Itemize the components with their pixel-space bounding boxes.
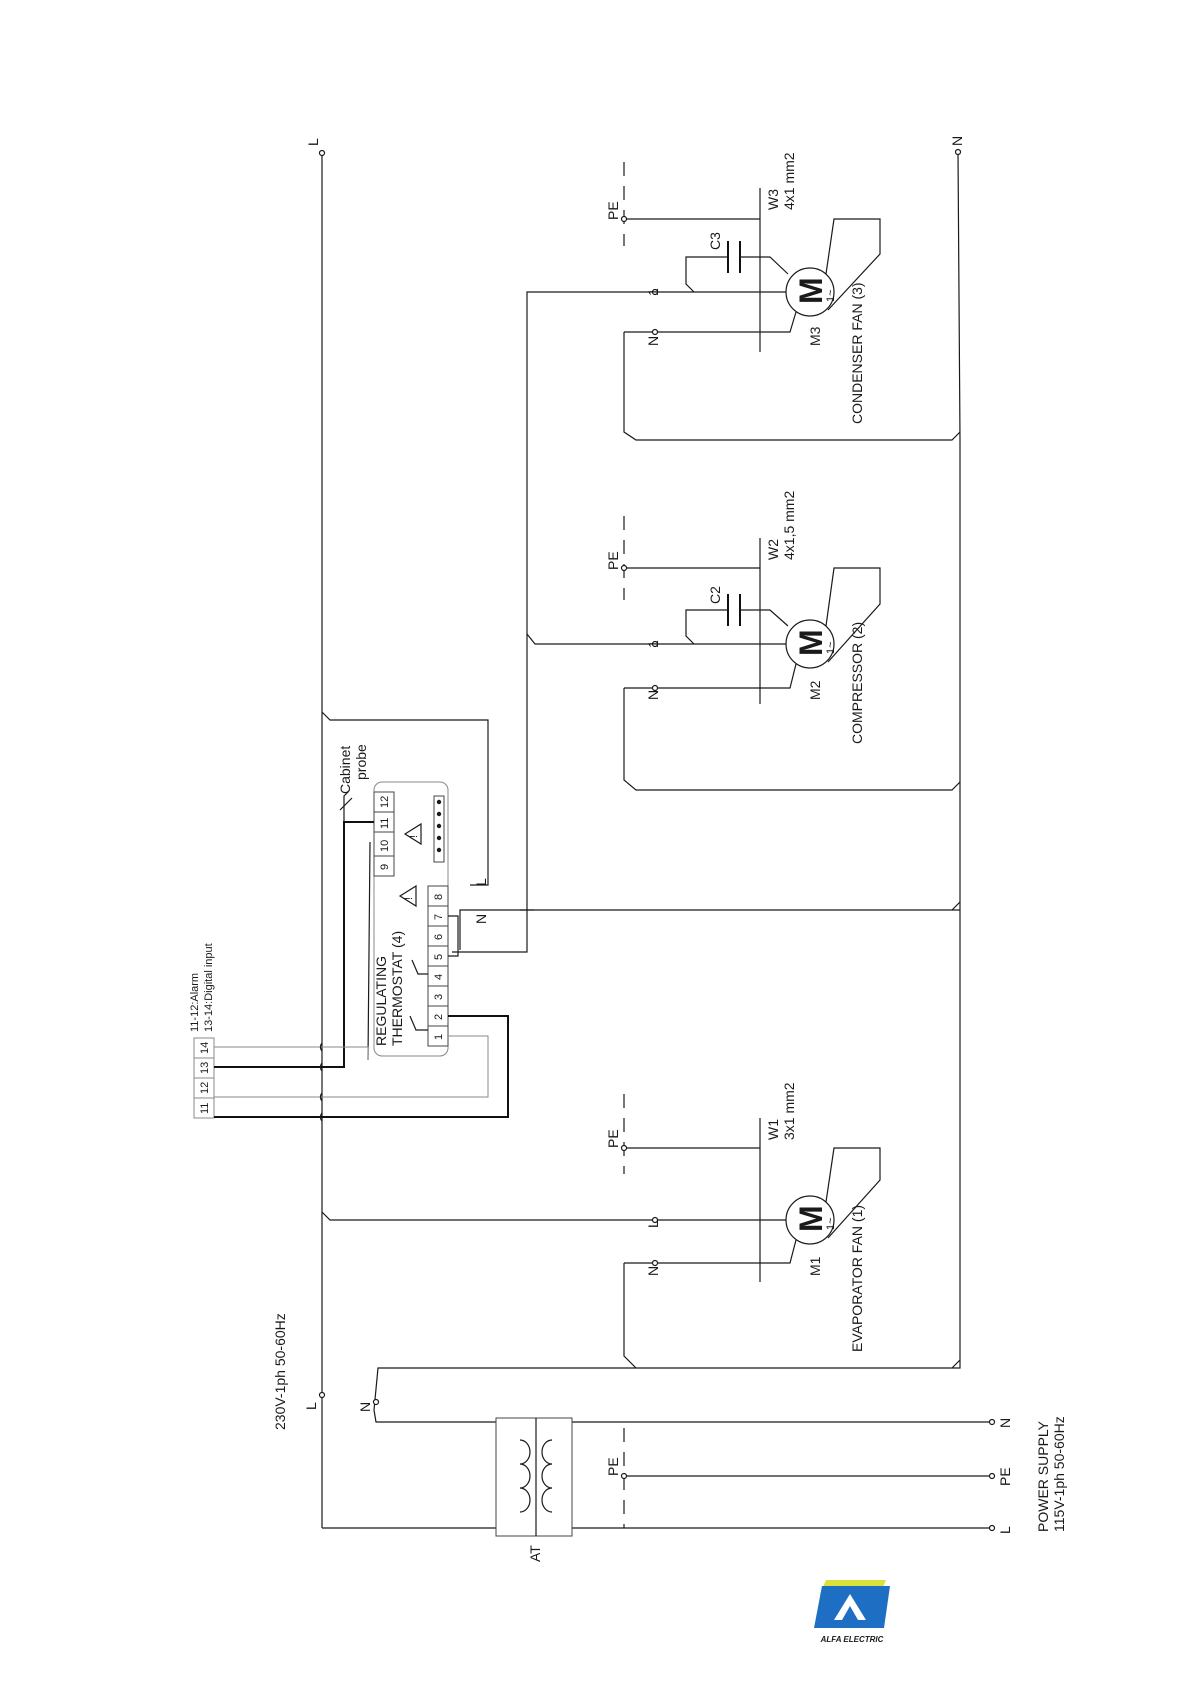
th-term-10: 10: [379, 840, 391, 852]
th-term-7: 7: [433, 914, 445, 920]
c2-label: C2: [707, 586, 723, 604]
evaporator-fan-label: EVAPORATOR FAN (1): [849, 1205, 865, 1352]
probe-label-2: probe: [353, 744, 369, 780]
th-term-3: 3: [433, 994, 445, 1000]
th-term-1: 1: [433, 1034, 445, 1040]
n-terminal-label: N: [357, 1402, 373, 1412]
cond-n-term: N: [645, 336, 661, 346]
transformer: AT: [496, 1418, 572, 1562]
w3-size: 4x1 mm2: [781, 152, 797, 210]
alfa-electric-logo: ALFA ELECTRIC: [814, 1580, 890, 1644]
comp-n-term: N: [645, 690, 661, 700]
warning-icon: !: [398, 884, 417, 908]
comp-1-term: 1: [645, 640, 661, 648]
io-term-11: 11: [199, 1103, 211, 1114]
thermostat-display: [434, 796, 444, 862]
m2-symbol: M: [793, 629, 829, 656]
compressor: M 1~ M2 COMPRESSOR (2) W2 4x1,5 mm2 C2 P…: [605, 491, 880, 744]
m3-label: M3: [807, 326, 823, 346]
io-term-12: 12: [199, 1082, 211, 1094]
m1-symbol: M: [793, 1205, 829, 1232]
n-bus: [374, 150, 991, 1423]
l-terminal-label: L: [303, 1402, 319, 1410]
m3-symbol: M: [793, 277, 829, 304]
th-term-11: 11: [379, 818, 391, 829]
w2-label: W2: [765, 539, 781, 560]
cond-1-term: 1: [645, 288, 661, 296]
th-term-9: 9: [379, 864, 391, 870]
svg-text:!: !: [408, 835, 420, 838]
cond-pe-label: PE: [605, 201, 621, 220]
evap-l-term: L: [645, 1220, 661, 1228]
io-legend-2: 13-14:Digital input: [203, 943, 215, 1032]
w3-label: W3: [765, 189, 781, 210]
th-term-4: 4: [433, 974, 445, 980]
compressor-label: COMPRESSOR (2): [849, 622, 865, 744]
regulating-thermostat: 1 2 3 4 5 6 7 8 9 10 11 12: [337, 744, 489, 1060]
warning-icon: !: [403, 822, 422, 846]
th-term-2: 2: [433, 1014, 445, 1020]
svg-text:!: !: [403, 897, 415, 900]
supply-n-label: N: [997, 1418, 1013, 1428]
top-l-label: L: [305, 138, 321, 146]
io-legend-1: 11-12:Alarm: [189, 973, 201, 1032]
evap-pe-label: PE: [605, 1129, 621, 1148]
logo-glyph: [834, 1594, 866, 1620]
evap-n-term: N: [645, 1266, 661, 1276]
condenser-fan: M 1~ M3 CONDENSER FAN (3) W3 4x1 mm2 C3 …: [605, 152, 880, 424]
condenser-fan-label: CONDENSER FAN (3): [849, 282, 865, 424]
m2-label: M2: [807, 680, 823, 700]
thermostat-subtitle: THERMOSTAT (4): [389, 931, 405, 1046]
thermostat-title: REGULATING: [373, 956, 389, 1046]
evaporator-fan: M 1~ M1 EVAPORATOR FAN (1) W1 3x1 mm2 PE…: [605, 1082, 880, 1352]
m3-phase: 1~: [825, 289, 837, 302]
power-supply-terminals: N PE L PE POWER SUPPLY 115V-1ph 50-60Hz: [605, 1416, 1067, 1534]
logo-text: ALFA ELECTRIC: [820, 1635, 884, 1644]
supply-230-label: 230V-1ph 50-60Hz: [272, 1313, 288, 1430]
io-terminal-block: 11 12 13 14 11-12:Alarm 13-14:Digital in…: [189, 943, 508, 1121]
thermostat-l-label: L: [473, 878, 489, 886]
io-term-13: 13: [199, 1062, 211, 1074]
supply-l-label: L: [997, 1526, 1013, 1534]
supply-pe-label: PE: [997, 1467, 1013, 1486]
th-term-12: 12: [379, 796, 391, 808]
transformer-pe-label: PE: [605, 1457, 621, 1476]
th-term-8: 8: [433, 894, 445, 900]
th-term-6: 6: [433, 934, 445, 940]
secondary-supply-labels: 230V-1ph 50-60Hz L N L N: [272, 136, 965, 1430]
probe-label-1: Cabinet: [337, 746, 353, 794]
w1-size: 3x1 mm2: [781, 1082, 797, 1140]
m1-phase: 1~: [825, 1217, 837, 1230]
w1-label: W1: [765, 1119, 781, 1140]
thermostat-n-label: N: [473, 914, 489, 924]
m1-label: M1: [807, 1256, 823, 1276]
m2-phase: 1~: [825, 641, 837, 654]
io-term-14: 14: [199, 1042, 211, 1054]
th-term-5: 5: [433, 954, 445, 960]
power-supply-spec: 115V-1ph 50-60Hz: [1051, 1416, 1067, 1532]
power-supply-title: POWER SUPPLY: [1035, 1420, 1051, 1532]
l-bus: [320, 151, 991, 1529]
comp-pe-label: PE: [605, 551, 621, 570]
thermostat-terminals-top: 9 10 11 12: [374, 792, 394, 876]
c3-label: C3: [707, 232, 723, 250]
thermostat-terminals-bottom: 1 2 3 4 5 6 7 8: [428, 886, 448, 1046]
relay-feed: [452, 292, 655, 952]
w2-size: 4x1,5 mm2: [781, 491, 797, 560]
top-n-label: N: [949, 136, 965, 146]
transformer-label: AT: [527, 1545, 543, 1562]
